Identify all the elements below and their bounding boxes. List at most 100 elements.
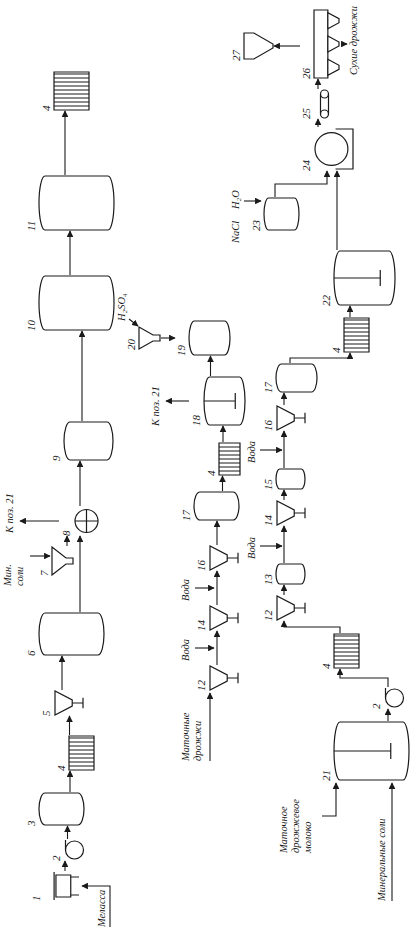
vessel-symbol xyxy=(275,563,306,585)
coil-symbol xyxy=(333,633,360,669)
hopper-symbol xyxy=(51,546,74,576)
vessel-outline xyxy=(194,492,239,520)
equipment-unit: 9 xyxy=(50,421,114,461)
flow-label: К поз. 21 xyxy=(150,386,162,426)
callout-number: 18 xyxy=(190,376,203,426)
equipment-unit: 19 xyxy=(175,320,231,356)
pipe-line xyxy=(317,79,318,89)
separator-symbol xyxy=(275,595,306,621)
callout-number: 22 xyxy=(320,250,333,306)
coil-outline xyxy=(344,318,369,352)
equipment-unit: 13 xyxy=(262,563,306,585)
flow-label: Вода xyxy=(246,441,258,463)
water-arrow xyxy=(260,545,282,546)
vessel-outline xyxy=(64,422,113,460)
equipment-unit: 14 xyxy=(262,500,306,526)
callout-number: 14 xyxy=(195,605,208,631)
conveyor-outline xyxy=(321,90,329,98)
vessel-symbol xyxy=(63,421,114,461)
equipment-unit: 21 xyxy=(320,721,410,781)
pipe-line xyxy=(210,356,211,376)
pipe-line xyxy=(61,656,62,690)
separator-symbol xyxy=(208,665,239,691)
equipment-unit: 26 xyxy=(300,9,340,79)
callout-number: 5 xyxy=(40,690,53,716)
equipment-unit: 24 xyxy=(300,127,354,171)
pipe-line xyxy=(290,353,350,363)
pipe-line xyxy=(64,861,65,871)
pipe-line xyxy=(79,461,80,506)
flow-label: Маточные дрожжи xyxy=(180,701,204,761)
equipment-unit: 23 xyxy=(250,197,300,231)
feed-arrow xyxy=(322,783,336,816)
separator-outline xyxy=(277,596,294,620)
flow-label: Вода xyxy=(180,579,192,601)
callout-number: 17 xyxy=(180,491,193,521)
flow-label: Сухие дрожжи xyxy=(348,5,360,75)
pump-outline xyxy=(386,689,404,707)
equipment-unit: 14 xyxy=(195,605,239,631)
flow-label: H₂SO₄ xyxy=(116,293,128,321)
stirred-outline xyxy=(334,722,409,780)
stirred-outline xyxy=(334,743,391,759)
separator-symbol xyxy=(208,605,239,631)
feed-arrow xyxy=(82,886,110,927)
separator-outline xyxy=(227,613,238,623)
stirred-outline xyxy=(204,393,235,409)
equipment-unit: 17 xyxy=(180,491,240,521)
equipment-unit: 18 xyxy=(190,376,246,426)
feed-arrow xyxy=(129,319,138,326)
scale-outline xyxy=(56,875,71,897)
vessel-symbol xyxy=(38,612,105,656)
callout-number: 25 xyxy=(300,89,313,119)
hopper-outline xyxy=(52,547,73,575)
stirred-outline xyxy=(334,251,395,305)
equipment-unit: 7 xyxy=(38,546,74,576)
flow-label: К поз. 21 xyxy=(4,493,16,533)
callout-number: 2 xyxy=(370,687,383,709)
pipe-line xyxy=(340,669,388,687)
flow-label: Вода xyxy=(246,537,258,559)
callout-number: 20 xyxy=(125,326,138,350)
separator-symbol xyxy=(53,690,84,716)
mixer-outline xyxy=(75,510,98,533)
equipment-unit: 6 xyxy=(25,612,105,656)
pipe-line xyxy=(79,536,80,612)
callout-number: 16 xyxy=(195,545,208,571)
equipment-unit: 22 xyxy=(320,250,396,306)
pipe-line xyxy=(275,171,327,197)
separator-outline xyxy=(294,603,305,613)
callout-number: 4 xyxy=(205,442,218,476)
water-arrow xyxy=(195,647,214,648)
vessel-outline xyxy=(39,613,104,655)
callout-number: 24 xyxy=(300,127,313,171)
equipment-unit: 15 xyxy=(262,468,306,490)
separator-outline xyxy=(210,666,227,690)
callout-number: 4 xyxy=(330,317,343,353)
separator-outline xyxy=(294,413,305,423)
separator-outline xyxy=(227,553,238,563)
vessel-symbol xyxy=(275,363,318,393)
scale-outline xyxy=(54,872,79,900)
pump-outline xyxy=(65,840,66,850)
callout-number: 13 xyxy=(262,563,275,585)
pipe-line xyxy=(222,426,223,442)
vessel-symbol xyxy=(188,320,231,356)
stirred-outline xyxy=(204,377,245,425)
flow-label: Меласса xyxy=(96,890,108,927)
feed-arrow xyxy=(391,783,392,901)
separator-outline xyxy=(227,673,238,683)
stirred-symbol xyxy=(203,376,246,426)
pipe-line xyxy=(64,111,65,175)
pipe-line xyxy=(283,526,284,563)
vessel-symbol xyxy=(275,468,306,490)
pipe-line xyxy=(317,119,318,127)
callout-number: 1 xyxy=(30,871,43,901)
coil-outline xyxy=(334,636,359,664)
pipe-line xyxy=(283,585,284,595)
pipe-line xyxy=(283,431,284,468)
equipment-unit: 4 xyxy=(330,317,370,353)
stirred-symbol xyxy=(333,721,410,781)
separator-symbol xyxy=(275,500,306,526)
callout-number: 10 xyxy=(25,275,38,331)
